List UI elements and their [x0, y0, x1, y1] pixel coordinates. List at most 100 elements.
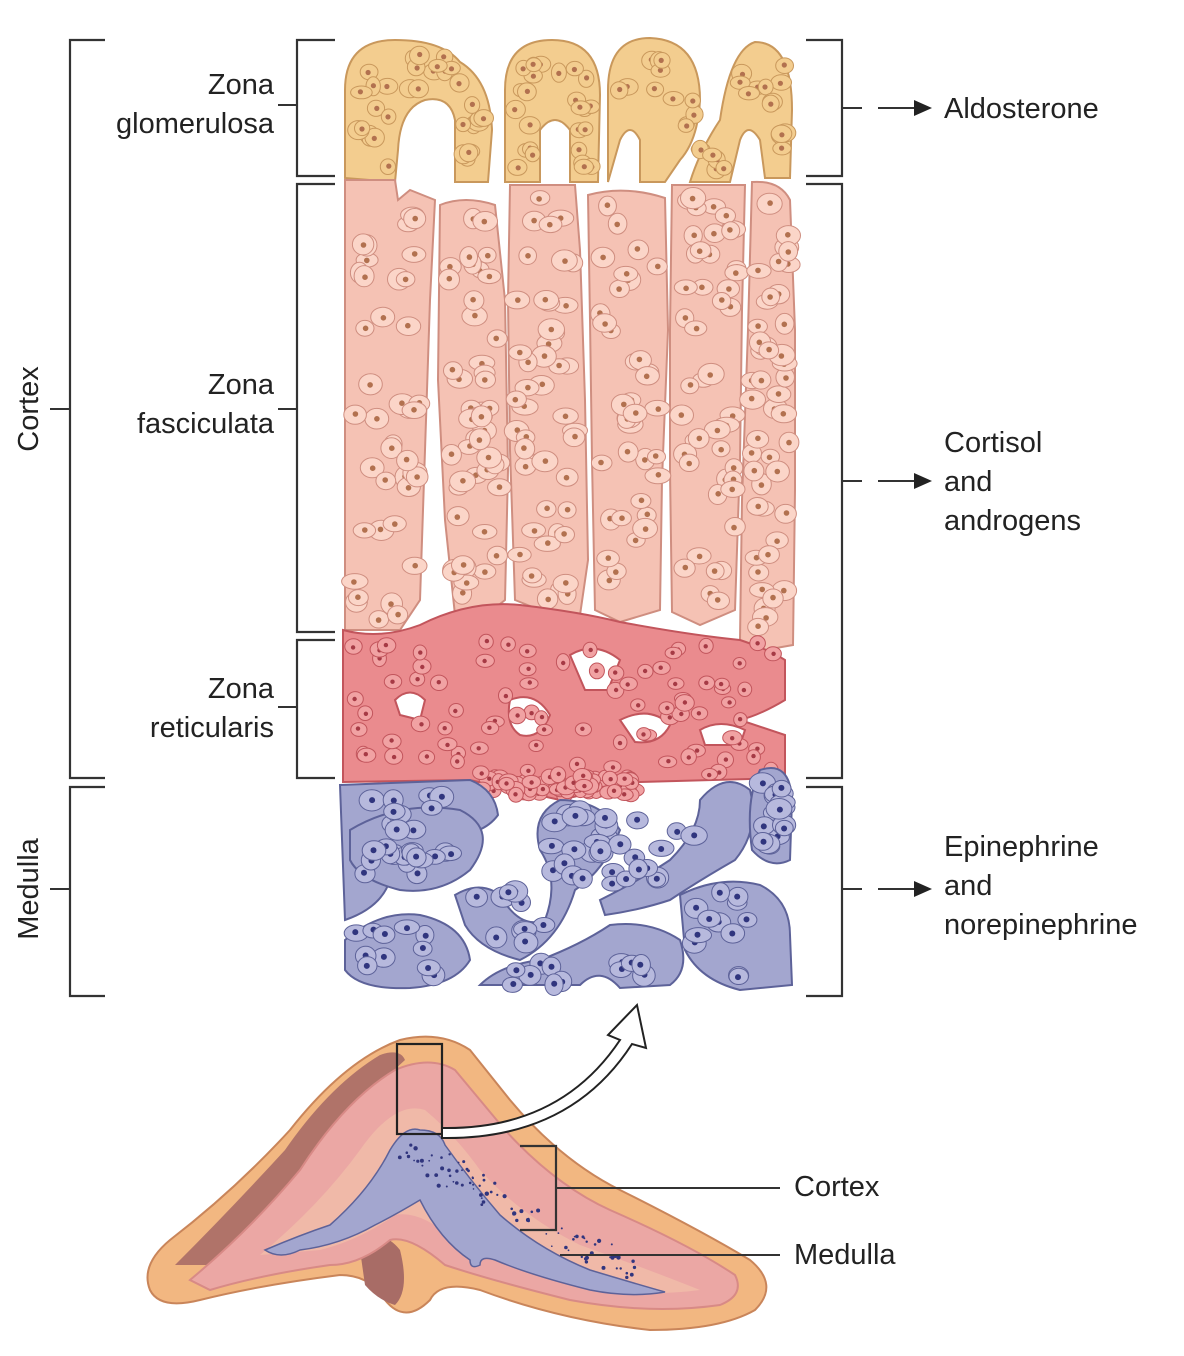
cell-nucleus [571, 846, 578, 853]
cell-nucleus [642, 457, 648, 463]
zona-glomerulosa-label-line1: Zona [208, 69, 275, 101]
cell-nucleus [380, 315, 387, 321]
cell-nucleus [442, 726, 447, 731]
cell-nucleus [765, 551, 771, 558]
cell-nucleus [393, 826, 400, 833]
zona-glomerulosa-label-line2: glomerulosa [116, 108, 275, 140]
cell-nucleus [785, 249, 792, 255]
cell-nucleus [466, 254, 473, 260]
cell-nucleus [634, 246, 641, 252]
medulla-speckle [440, 1156, 443, 1159]
cell-nucleus [670, 96, 676, 102]
medulla-speckle [615, 1267, 618, 1270]
cell-nucleus [531, 528, 538, 534]
cell-nucleus [594, 668, 599, 673]
cell-nucleus [613, 687, 619, 693]
cell-nucleus [484, 638, 490, 644]
cell-nucleus [743, 916, 750, 923]
labels: Cortex Medulla Zona glomerulosa Zona fas… [13, 69, 1137, 941]
cell-nucleus [779, 132, 785, 138]
cell-nucleus [778, 784, 785, 791]
medulla-speckle [616, 1255, 621, 1260]
cell-nucleus [438, 793, 445, 800]
cell-nucleus [716, 889, 723, 896]
medulla-speckle [452, 1180, 455, 1183]
cell-nucleus [382, 477, 389, 483]
medulla-speckle [502, 1194, 507, 1199]
cell-nucleus [778, 353, 785, 359]
cell-nucleus [517, 349, 523, 356]
cell-nucleus [673, 681, 678, 687]
cell-nucleus [352, 929, 359, 936]
cell-nucleus [470, 296, 476, 303]
cell-nucleus [410, 827, 417, 834]
cell-nucleus [610, 765, 616, 770]
cell-nucleus [733, 270, 739, 276]
cell-nucleus [694, 931, 701, 938]
cell-nucleus [441, 54, 447, 60]
medulla-speckle [564, 1245, 568, 1250]
medulla-speckle [471, 1176, 474, 1179]
cell-nucleus [638, 497, 645, 504]
cell-nucleus [392, 521, 398, 527]
cell-nucleus [561, 860, 568, 867]
cell-nucleus [545, 540, 551, 546]
medulla-speckle [484, 1191, 489, 1196]
cell-nucleus [679, 711, 684, 717]
medulla-side-label: Medulla [13, 837, 45, 939]
cell-nucleus [391, 754, 397, 760]
cell-nucleus [755, 267, 761, 274]
cortex-side-label: Cortex [13, 366, 45, 452]
cell-nucleus [751, 753, 756, 759]
medulla-speckle [428, 1159, 431, 1162]
cell-nucleus [748, 395, 755, 402]
cell-nucleus [403, 456, 410, 463]
gland-medulla-dots [397, 1143, 637, 1280]
medulla-speckle [440, 1166, 445, 1171]
cell-nucleus [563, 474, 570, 481]
cell-nucleus [422, 932, 429, 939]
medulla-speckle [597, 1238, 602, 1243]
medulla-speckle [481, 1200, 486, 1204]
cell-nucleus [735, 974, 741, 981]
medulla-speckle [413, 1146, 418, 1151]
cell-nucleus [617, 841, 624, 848]
cell-nucleus [526, 666, 531, 671]
cell-nucleus [389, 738, 394, 743]
medulla-speckle [489, 1190, 493, 1194]
cell-nucleus [623, 271, 630, 277]
cell-nucleus [755, 435, 761, 442]
cell-nucleus [417, 51, 423, 58]
zona-fasciculata-tissue [341, 179, 802, 652]
medulla-speckle [572, 1238, 575, 1241]
cell-nucleus [360, 242, 367, 248]
cell-nucleus [651, 86, 658, 92]
cell-nucleus [530, 61, 536, 67]
cell-nucleus [460, 562, 467, 568]
cell-nucleus [561, 531, 567, 537]
cell-nucleus [522, 463, 529, 470]
cell-nucleus [745, 91, 752, 97]
medulla-speckle [447, 1168, 451, 1173]
cell-nucleus [517, 551, 523, 558]
cell-nucleus [539, 714, 545, 720]
cell-nucleus [666, 759, 671, 764]
cell-nucleus [774, 538, 780, 544]
medulla-nuclei [343, 772, 797, 997]
cell-nucleus [487, 776, 492, 781]
cell-nucleus [405, 485, 412, 491]
cell-nucleus [527, 122, 533, 128]
cell-nucleus [576, 147, 582, 153]
cell-nucleus [759, 780, 766, 787]
cell-nucleus [525, 359, 531, 366]
cell-nucleus [689, 195, 696, 202]
cell-nucleus [399, 400, 405, 407]
cell-nucleus [528, 573, 535, 579]
cell-nucleus [763, 615, 769, 621]
cell-nucleus [602, 814, 608, 821]
medulla-speckle [560, 1227, 563, 1230]
cell-nucleus [513, 792, 518, 797]
cortisol-label-line1: Cortisol [944, 427, 1042, 459]
cell-nucleus [411, 251, 418, 257]
cell-nucleus [636, 356, 643, 363]
